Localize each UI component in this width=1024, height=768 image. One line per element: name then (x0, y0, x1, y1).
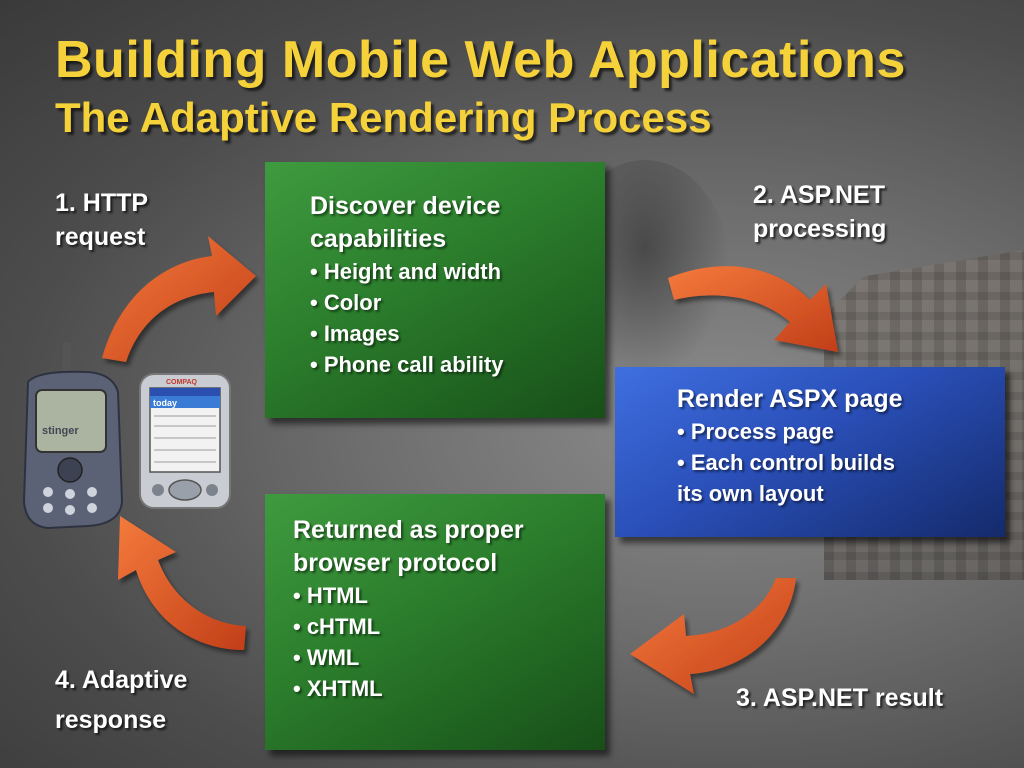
bullet-html: • HTML (293, 583, 368, 608)
returned-bullet-list: • HTML • cHTML • WML • XHTML (293, 580, 605, 704)
step-4-label: 4. Adaptive response (55, 660, 187, 740)
render-aspx-box: Render ASPX page • Process page • Each c… (615, 367, 1005, 537)
bullet-color: • Color (310, 290, 382, 315)
step-4-line-1: 4. Adaptive (55, 666, 188, 694)
pda-icon: COMPAQ today (139, 373, 231, 509)
bullet-chtml: • cHTML (293, 614, 381, 639)
bullet-xhtml: • XHTML (293, 676, 383, 701)
bullet-wml: • WML (293, 645, 360, 670)
bullet-images: • Images (310, 321, 400, 346)
step-1-label: 1. HTTP request (55, 186, 148, 254)
returned-heading-line-1: Returned as proper (293, 516, 524, 544)
returned-heading-line-2: browser protocol (293, 549, 498, 577)
step-1-line-2: request (55, 223, 146, 251)
bullet-each-control: • Each control builds (677, 450, 895, 475)
arrow-4-icon (118, 516, 246, 650)
arrow-1-icon (102, 236, 256, 362)
pda-screen-text: today (153, 398, 177, 408)
step-1-line-1: 1. HTTP (55, 189, 149, 217)
bullet-process-page: • Process page (677, 419, 834, 444)
returned-protocol-box: Returned as proper browser protocol • HT… (265, 494, 605, 750)
discover-heading-line-1: Discover device (310, 192, 501, 220)
slide-subtitle: The Adaptive Rendering Process (55, 94, 712, 141)
cell-phone-icon: stinger (22, 342, 124, 530)
arrow-3-icon (630, 578, 796, 694)
render-heading: Render ASPX page (677, 385, 903, 413)
pda-brand: COMPAQ (166, 379, 198, 386)
bullet-own-layout: its own layout (677, 481, 824, 506)
discover-capabilities-box: Discover device capabilities • Height an… (265, 162, 605, 418)
phone-screen-text: stinger (42, 425, 79, 437)
bullet-height-width: • Height and width (310, 259, 502, 284)
discover-bullet-list: • Height and width • Color • Images • Ph… (310, 256, 605, 380)
step-4-line-2: response (55, 706, 167, 734)
render-bullet-list: • Process page • Each control builds its… (677, 416, 1005, 509)
step-2-label: 2. ASP.NET processing (753, 178, 886, 246)
bullet-phone-call: • Phone call ability (310, 352, 504, 377)
discover-heading-line-2: capabilities (310, 225, 447, 253)
arrow-2-icon (668, 266, 838, 352)
step-2-line-2: processing (753, 215, 887, 243)
slide-title: Building Mobile Web Applications (55, 31, 906, 89)
step-2-line-1: 2. ASP.NET (753, 181, 885, 209)
step-3-label: 3. ASP.NET result (736, 684, 944, 712)
